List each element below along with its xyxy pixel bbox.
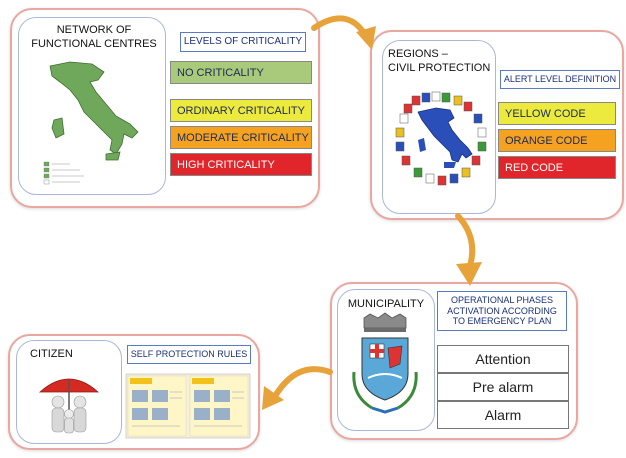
alert-level-definition-label: ALERT LEVEL DEFINITION bbox=[500, 70, 620, 89]
regions-title: REGIONS – CIVIL PROTECTION bbox=[388, 48, 492, 76]
network-title-line2: FUNCTIONAL CENTRES bbox=[31, 37, 157, 50]
code-orange: ORANGE CODE bbox=[498, 129, 616, 152]
region-crests-ring bbox=[395, 91, 487, 186]
regions-title-line1: REGIONS – bbox=[388, 48, 448, 60]
self-protection-rules-label: SELF PROTECTION RULES bbox=[127, 345, 251, 364]
regions-title-line2: CIVIL PROTECTION bbox=[388, 61, 491, 74]
network-title: NETWORK OF FUNCTIONAL CENTRES bbox=[26, 24, 162, 52]
municipality-title: MUNICIPALITY bbox=[347, 298, 425, 310]
phase-pre-alarm: Pre alarm bbox=[437, 373, 569, 401]
phase-attention: Attention bbox=[437, 345, 569, 373]
level-no-criticality: NO CRITICALITY bbox=[170, 61, 312, 84]
levels-of-criticality-label: LEVELS OF CRITICALITY bbox=[180, 32, 306, 52]
level-ordinary-criticality: ORDINARY CRITICALITY bbox=[170, 99, 312, 122]
self-protection-leaflet bbox=[125, 373, 251, 439]
level-high-criticality: HIGH CRITICALITY bbox=[170, 153, 312, 176]
phase-alarm: Alarm bbox=[437, 401, 569, 429]
operational-phases-label: OPERATIONAL PHASES ACTIVATION ACCORDING … bbox=[437, 291, 567, 331]
code-yellow: YELLOW CODE bbox=[498, 102, 616, 125]
map-legend bbox=[43, 161, 84, 185]
network-title-line1: NETWORK OF bbox=[56, 24, 132, 36]
italy-map-regions bbox=[395, 91, 487, 186]
umbrella-family-icon bbox=[38, 378, 100, 434]
italy-map-green bbox=[43, 61, 139, 185]
citizen-title: CITIZEN bbox=[30, 348, 73, 360]
municipal-crest-icon bbox=[352, 312, 418, 414]
code-red: RED CODE bbox=[498, 156, 616, 179]
level-moderate-criticality: MODERATE CRITICALITY bbox=[170, 126, 312, 149]
